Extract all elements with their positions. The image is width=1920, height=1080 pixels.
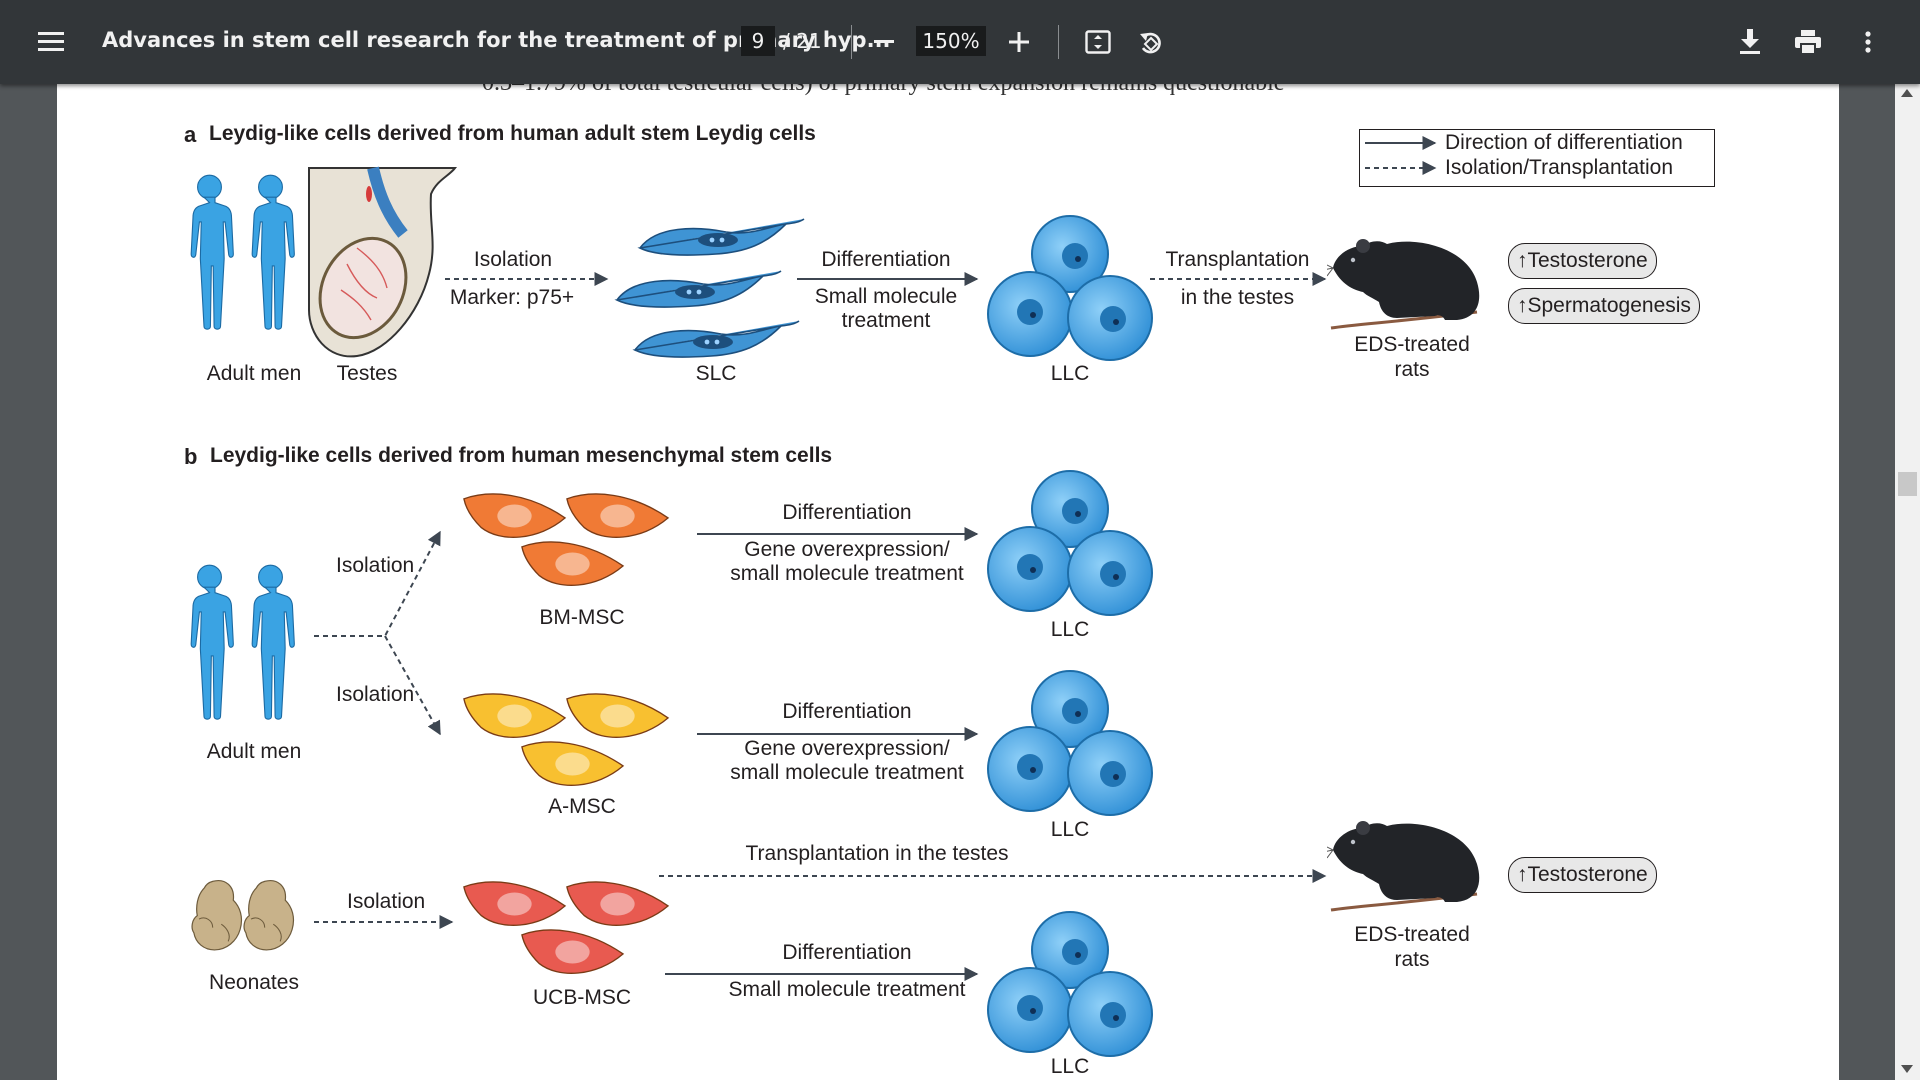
bm-msc-label: BM-MSC [539, 606, 625, 629]
transplantation-label: Transplantation in the testes [745, 842, 1009, 865]
a-msc-label: A-MSC [548, 795, 616, 818]
adult-man-figure [251, 564, 295, 720]
isolation-label: Isolation [336, 683, 415, 706]
adult-man-figure [190, 564, 234, 720]
rats-label: rats [1394, 948, 1430, 971]
testosterone-badge: ↑Testosterone [1508, 857, 1657, 893]
llc-label: LLC [1050, 818, 1090, 841]
isolation-label: Isolation [473, 248, 553, 271]
in-the-testes-label: in the testes [1180, 286, 1295, 309]
toolbar-divider [1058, 25, 1059, 59]
zoom-out-icon[interactable] [874, 40, 894, 44]
rat-illustration [1327, 819, 1481, 912]
print-icon[interactable] [1795, 30, 1821, 54]
ucb-msc-label: UCB-MSC [533, 986, 631, 1009]
testes-illustration [308, 166, 458, 358]
scroll-down-icon[interactable] [1900, 1064, 1914, 1074]
small-molecule-treatment-label: small molecule treatment [730, 562, 964, 585]
panel-a-letter: a [184, 122, 197, 147]
testes-label: Testes [336, 362, 398, 385]
llc-cluster [987, 911, 1153, 1057]
menu-icon[interactable] [38, 31, 64, 53]
legend-solid-label: Direction of differentiation [1445, 131, 1683, 154]
spermatogenesis-badge: ↑Spermatogenesis [1508, 288, 1700, 324]
neonates-label: Neonates [209, 971, 299, 994]
marker-label: Marker: p75+ [449, 286, 575, 309]
toolbar-divider [851, 25, 852, 59]
page-total: / 21 [783, 29, 822, 53]
fit-page-icon[interactable] [1085, 30, 1111, 54]
llc-label: LLC [1050, 618, 1090, 641]
more-options-icon[interactable] [1865, 31, 1871, 53]
neonate-figure [243, 879, 295, 951]
differentiation-label: Differentiation [821, 248, 951, 271]
adult-man-figure [251, 174, 295, 330]
scrollbar-thumb[interactable] [1898, 472, 1917, 496]
slc-cell [634, 320, 800, 358]
rats-label: rats [1394, 358, 1430, 381]
slc-label: SLC [695, 362, 737, 385]
figure-artwork [190, 136, 1481, 1057]
llc-cluster [987, 470, 1153, 616]
page-number-input[interactable]: 9 [741, 26, 775, 56]
adult-men-label: Adult men [206, 740, 302, 763]
legend-box [1359, 129, 1715, 187]
treatment-label: treatment [841, 309, 931, 332]
zoom-in-icon[interactable] [1009, 32, 1029, 52]
llc-label: LLC [1050, 362, 1090, 385]
a-msc-cells [463, 693, 669, 787]
llc-cluster [987, 670, 1153, 816]
pdf-toolbar: Advances in stem cell research for the t… [0, 0, 1920, 84]
small-molecule-treatment-label: small molecule treatment [730, 761, 964, 784]
isolation-label: Isolation [347, 890, 426, 913]
pdf-page: 0.3–1.79% of total testicular cells) of … [57, 84, 1839, 1080]
differentiation-label: Differentiation [782, 700, 912, 723]
download-icon[interactable] [1739, 29, 1761, 55]
gene-overexpression-label: Gene overexpression/ [744, 737, 950, 760]
differentiation-label: Differentiation [782, 941, 912, 964]
slc-cell [639, 218, 805, 256]
llc-label: LLC [1050, 1055, 1090, 1078]
llc-cluster [987, 215, 1153, 361]
gene-overexpression-label: Gene overexpression/ [744, 538, 950, 561]
small-molecule-label: Small molecule [814, 285, 958, 308]
adult-men-label: Adult men [206, 362, 302, 385]
testosterone-badge: ↑Testosterone [1508, 243, 1657, 279]
transplantation-label: Transplantation [1165, 248, 1310, 271]
differentiation-label: Differentiation [782, 501, 912, 524]
scroll-up-icon[interactable] [1900, 88, 1914, 98]
legend-dashed-label: Isolation/Transplantation [1445, 156, 1674, 179]
vertical-scrollbar[interactable] [1895, 84, 1920, 1080]
cut-off-text-line: 0.3–1.79% of total testicular cells) of … [482, 84, 1284, 97]
slc-cell [616, 270, 782, 308]
isolation-label: Isolation [336, 554, 415, 577]
bm-msc-cells [463, 493, 669, 587]
small-molecule-treatment-label: Small molecule treatment [728, 978, 966, 1001]
rotate-icon[interactable] [1138, 28, 1164, 56]
ucb-msc-cells [463, 881, 669, 975]
panel-a-title: Leydig-like cells derived from human adu… [209, 122, 816, 145]
zoom-level[interactable]: 150% [916, 26, 986, 56]
eds-treated-label: EDS-treated [1354, 333, 1470, 356]
neonate-figure [191, 879, 243, 951]
rat-illustration [1327, 237, 1481, 330]
panel-b-letter: b [184, 444, 198, 469]
eds-treated-label: EDS-treated [1354, 923, 1470, 946]
panel-b-title: Leydig-like cells derived from human mes… [210, 444, 833, 467]
adult-man-figure [190, 174, 234, 330]
